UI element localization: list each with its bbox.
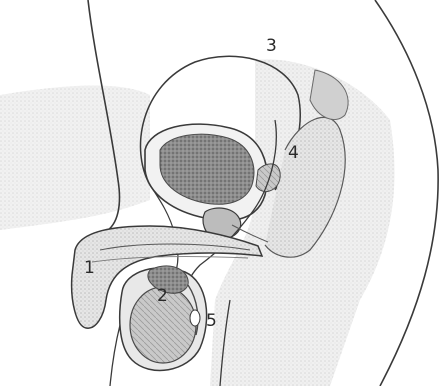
- label-1: 1: [84, 260, 95, 277]
- label-2: 2: [157, 288, 168, 305]
- label-4: 4: [288, 145, 299, 162]
- bulbourethral-gland: [190, 310, 200, 326]
- body-background: [0, 86, 150, 230]
- label-3: 3: [266, 38, 277, 55]
- label-5: 5: [206, 313, 217, 330]
- thigh-contour: [110, 325, 120, 386]
